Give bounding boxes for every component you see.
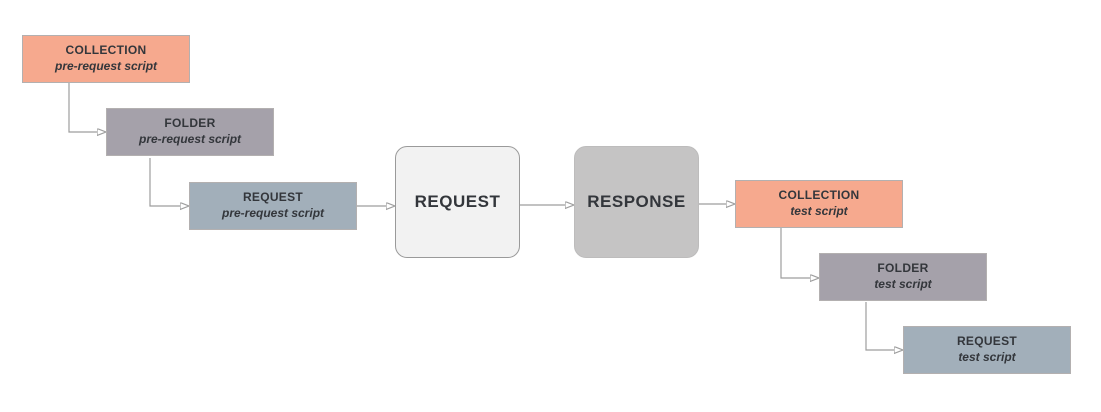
node-title: REQUEST (956, 334, 1018, 349)
node-request-pre-request: REQUEST pre-request script (189, 182, 357, 230)
node-subtitle: test script (790, 204, 848, 218)
node-folder-test: FOLDER test script (819, 253, 987, 301)
connector-collection-pre-to-folder-pre (68, 83, 97, 132)
node-title: FOLDER (877, 261, 929, 276)
node-title: REQUEST (242, 190, 304, 205)
connector-collection-test-to-folder-test (780, 228, 810, 278)
node-title: FOLDER (164, 116, 216, 131)
node-title: COLLECTION (778, 188, 860, 203)
node-title: REQUEST (414, 191, 501, 211)
node-subtitle: pre-request script (138, 132, 242, 146)
node-folder-pre-request: FOLDER pre-request script (106, 108, 274, 156)
connector-folder-pre-to-request-pre (149, 158, 180, 206)
node-subtitle: pre-request script (221, 206, 325, 220)
node-title: COLLECTION (65, 43, 147, 58)
node-subtitle: test script (958, 350, 1016, 364)
node-request-test: REQUEST test script (903, 326, 1071, 374)
node-title: RESPONSE (587, 191, 686, 211)
node-response: RESPONSE (574, 146, 699, 258)
node-subtitle: test script (874, 277, 932, 291)
node-subtitle: pre-request script (54, 59, 158, 73)
node-collection-pre-request: COLLECTION pre-request script (22, 35, 190, 83)
node-collection-test: COLLECTION test script (735, 180, 903, 228)
connector-folder-test-to-request-test (865, 302, 894, 350)
node-request: REQUEST (395, 146, 520, 258)
